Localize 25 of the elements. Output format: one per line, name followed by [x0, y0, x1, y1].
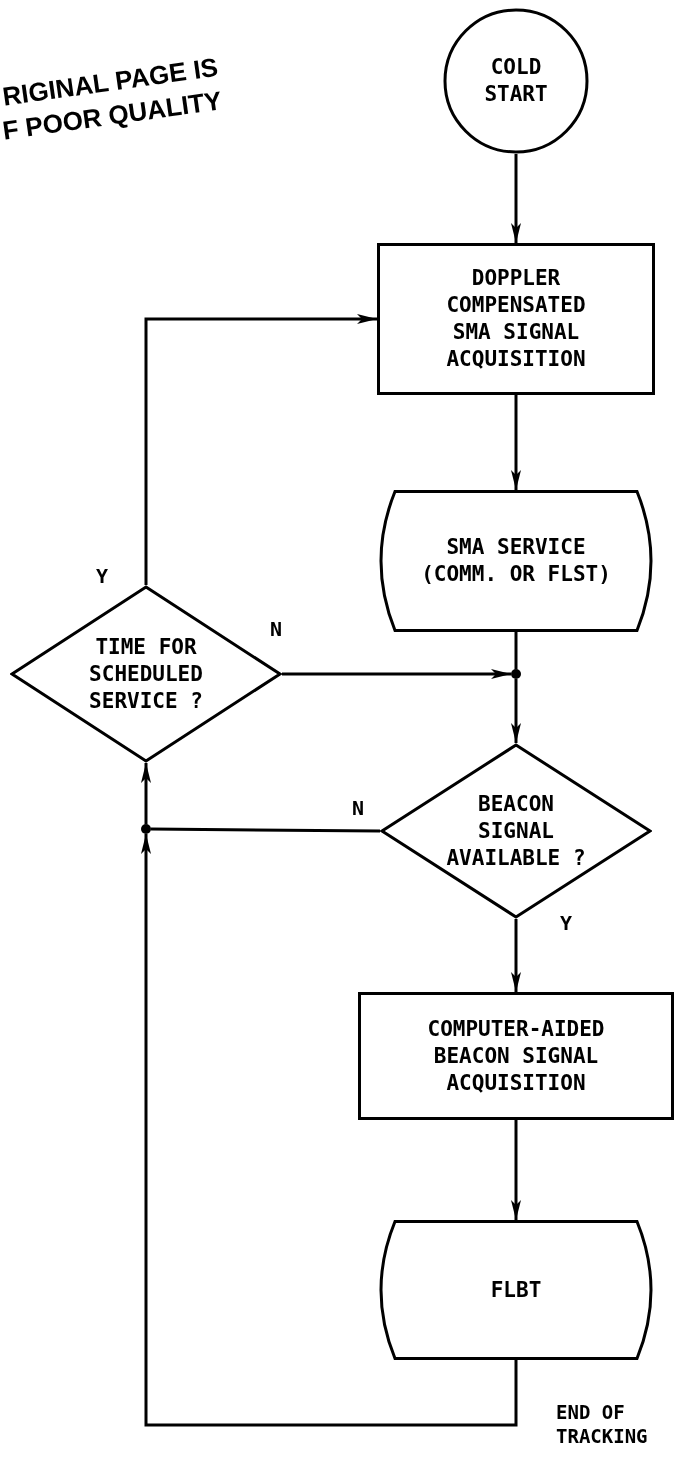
node-text: BEACON SIGNAL AVAILABLE ?	[445, 790, 587, 872]
node-text: SMA SERVICE (COMM. OR FLST)	[420, 534, 612, 588]
connector-arrow	[141, 834, 518, 1427]
connector-arrow	[511, 154, 521, 243]
node-text: FLBT	[489, 1276, 543, 1304]
process-box	[358, 992, 674, 1120]
connector-arrow	[511, 395, 521, 490]
node-text: TIME FOR SCHEDULED SERVICE ?	[88, 633, 204, 715]
decision-diamond	[10, 585, 282, 763]
connector-arrow	[511, 919, 521, 992]
connector-arrow	[282, 669, 511, 679]
start-terminal	[443, 8, 589, 154]
connector-arrow	[141, 763, 151, 824]
connector-arrow	[511, 1120, 521, 1220]
connector-arrow	[511, 679, 521, 743]
junction-dot	[141, 824, 151, 834]
service-box	[377, 1220, 655, 1360]
terminal-note: END OF TRACKING	[556, 1400, 649, 1448]
connector-arrow	[144, 314, 377, 585]
node-text: DOPPLER COMPENSATED SMA SIGNAL ACQUISITION	[445, 265, 587, 373]
service-box	[377, 490, 655, 632]
junction-dot	[511, 669, 521, 679]
node-text: COMPUTER-AIDED BEACON SIGNAL ACQUISITION	[426, 1015, 606, 1097]
node-text: COLD START	[483, 54, 549, 108]
process-box	[377, 243, 655, 395]
